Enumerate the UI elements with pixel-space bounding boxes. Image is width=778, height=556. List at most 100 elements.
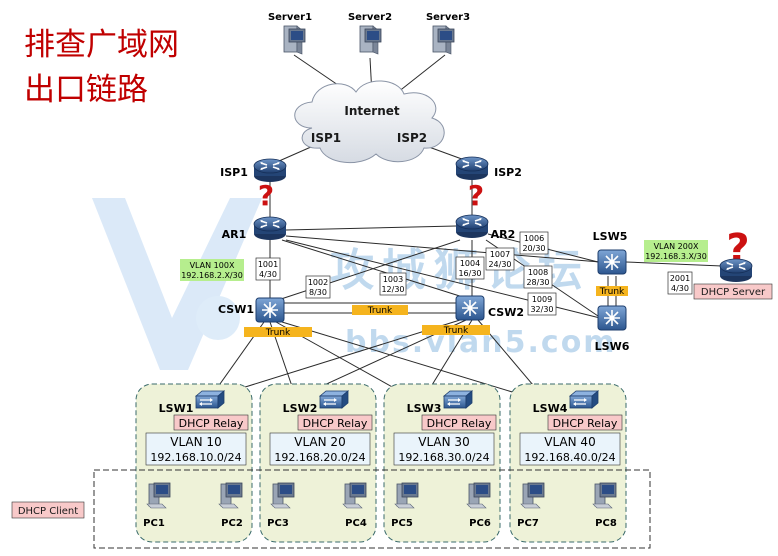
svg-text:1001: 1001 (258, 260, 278, 269)
core-switch-icon (455, 295, 485, 321)
isp2-label: ISP2 (494, 166, 522, 179)
pc-1[interactable]: PC1 (143, 482, 171, 529)
router-ar1[interactable]: AR1 (222, 216, 287, 241)
switch-lsw5[interactable]: LSW5 (593, 230, 628, 275)
server-1[interactable]: Server1 (268, 12, 312, 55)
svg-text:1002: 1002 (308, 278, 328, 287)
svg-text:1009: 1009 (532, 295, 552, 304)
svg-text:32/30: 32/30 (530, 305, 553, 314)
pc-label: PC3 (267, 518, 289, 529)
pc-label: PC1 (143, 518, 165, 529)
switch-lsw2[interactable]: LSW2 (283, 390, 349, 415)
server-icon (283, 25, 306, 55)
router-isp2[interactable]: ISP2 (455, 156, 522, 181)
pc-2[interactable]: PC2 (218, 482, 243, 529)
pc-5[interactable]: PC5 (391, 482, 419, 529)
dhcp-relay-label: DHCP Relay (303, 417, 368, 430)
svg-text:16/30: 16/30 (458, 269, 481, 278)
ar2-label: AR2 (491, 228, 516, 241)
dhcp-server-label: DHCP Server (701, 287, 766, 298)
switch-csw2[interactable]: CSW2 (455, 295, 524, 321)
subnet-label: 192.168.30.0/24 (398, 451, 489, 464)
title-line-2: 出口链路 (24, 72, 148, 108)
port-labels: 10014/3010028/30100312/30100416/30100724… (255, 231, 693, 316)
svg-text:192.168.3.X/30: 192.168.3.X/30 (645, 252, 707, 261)
subnet-label: 192.168.20.0/24 (274, 451, 365, 464)
subnet-label: 192.168.40.0/24 (524, 451, 615, 464)
server-icon (432, 25, 455, 55)
router-icon (455, 156, 489, 181)
access-switch-icon (443, 390, 473, 409)
router-icon (455, 214, 489, 239)
cloud-isp1-label: ISP1 (311, 131, 341, 145)
pc-label: PC6 (469, 518, 491, 529)
svg-text:VLAN 100X: VLAN 100X (190, 261, 235, 270)
svg-text:2001: 2001 (670, 274, 690, 283)
svg-text:1006: 1006 (524, 234, 544, 243)
pc-8[interactable]: PC8 (592, 482, 617, 529)
dhcp-server[interactable]: DHCP Server (693, 258, 773, 300)
dhcp-client-label: DHCP Client (18, 506, 78, 517)
dhcp-client-area: DHCP Client (11, 469, 651, 549)
lsw-label: LSW2 (283, 402, 318, 415)
switch-csw1[interactable]: CSW1 (218, 297, 285, 323)
router-ar2[interactable]: AR2 (455, 214, 516, 241)
dhcp-relay-label: DHCP Relay (427, 417, 492, 430)
router-isp1[interactable]: ISP1 (220, 158, 287, 183)
pc-label: PC5 (391, 518, 413, 529)
core-switch-icon (597, 249, 627, 275)
switch-lsw6[interactable]: LSW6 (595, 305, 630, 353)
server-icon (359, 25, 382, 55)
vlan-200-tag: VLAN 200X 192.168.3.X/30 (644, 240, 708, 262)
dhcp-relay-label: DHCP Relay (553, 417, 618, 430)
pc-4[interactable]: PC4 (342, 482, 367, 529)
isp1-label: ISP1 (220, 166, 248, 179)
svg-text:4/30: 4/30 (259, 270, 277, 279)
internet-label: Internet (344, 104, 399, 118)
csw2-label: CSW2 (488, 306, 524, 319)
vlan-label: VLAN 20 (294, 435, 345, 449)
server-router-icon (719, 258, 753, 283)
server-2-label: Server2 (348, 12, 392, 23)
pc-6[interactable]: PC6 (466, 482, 491, 529)
lsw6-label: LSW6 (595, 340, 630, 353)
svg-text:24/30: 24/30 (488, 260, 511, 269)
vlan-label: VLAN 30 (418, 435, 469, 449)
server-1-label: Server1 (268, 12, 312, 23)
svg-text:1008: 1008 (528, 268, 548, 277)
svg-text:VLAN 200X: VLAN 200X (654, 242, 699, 251)
pc-7[interactable]: PC7 (517, 482, 545, 529)
server-2[interactable]: Server2 (348, 12, 392, 55)
switch-lsw4[interactable]: LSW4 (533, 390, 599, 415)
trunk-label: Trunk (367, 306, 393, 316)
pc-3[interactable]: PC3 (267, 482, 295, 529)
svg-text:1003: 1003 (383, 275, 403, 284)
question-mark-icon: ? (258, 179, 274, 212)
svg-text:192.168.2.X/30: 192.168.2.X/30 (181, 271, 243, 280)
server-3[interactable]: Server3 (426, 12, 470, 55)
access-switch-icon (569, 390, 599, 409)
ar1-label: AR1 (222, 228, 247, 241)
cloud-isp2-label: ISP2 (397, 131, 427, 145)
trunk-bars: Trunk Trunk Trunk Trunk (244, 286, 628, 338)
access-switch-icon (195, 390, 225, 409)
access-switch-icon (319, 390, 349, 409)
trunk-label: Trunk (265, 328, 291, 338)
pc-label: PC8 (595, 518, 617, 529)
trunk-label: Trunk (599, 287, 625, 297)
lsw5-label: LSW5 (593, 230, 628, 243)
switch-lsw1[interactable]: LSW1 (159, 390, 225, 415)
core-switch-icon (255, 297, 285, 323)
switch-lsw3[interactable]: LSW3 (407, 390, 473, 415)
svg-text:1007: 1007 (490, 250, 510, 259)
router-icon (253, 216, 287, 241)
